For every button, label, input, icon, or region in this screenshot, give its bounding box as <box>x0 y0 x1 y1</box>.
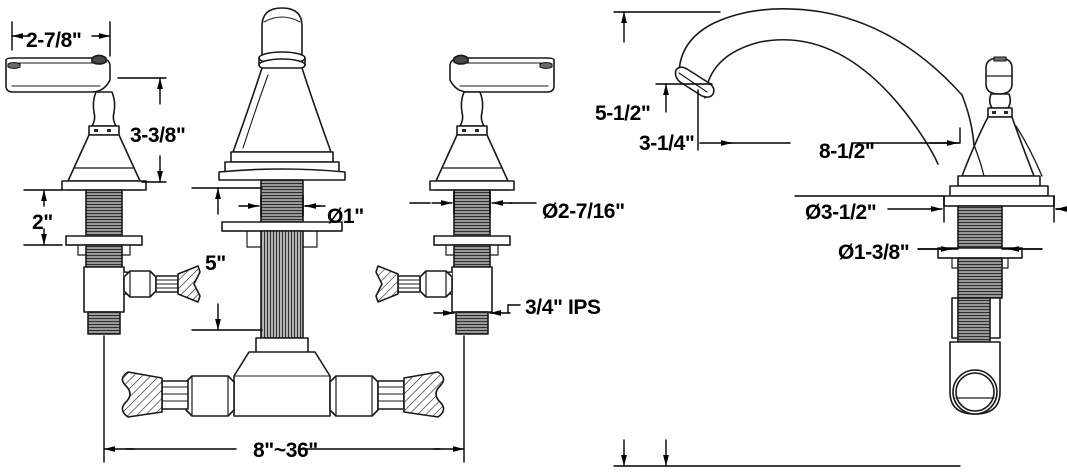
dim-handle-height <box>117 77 167 183</box>
dim-spout-clearance <box>655 83 713 467</box>
dim-spout-total-height <box>613 11 961 467</box>
dim-label-handle-length: 2-7/8" <box>26 29 82 52</box>
dim-label-handle-height: 3-3/8" <box>130 124 186 147</box>
dim-label-shank-diameter: Ø1-3/8" <box>838 241 910 264</box>
right-handle-assembly <box>375 54 555 335</box>
tee-connector <box>121 351 445 418</box>
dim-handle-length <box>11 21 111 57</box>
dim-valve-base-diameter <box>409 191 537 215</box>
dim-label-valve-base-diameter: Ø2-7/16" <box>542 200 625 223</box>
dim-label-spread-range: 8"~36" <box>253 439 318 462</box>
center-spout-body <box>218 7 346 356</box>
dim-label-base-diameter: Ø3-1/2" <box>805 201 877 224</box>
dim-spout-shank-length <box>191 187 263 331</box>
dim-spout-reach <box>697 89 961 151</box>
dim-spread-range <box>103 335 465 463</box>
dim-label-spout-shank-length: 5" <box>205 252 226 275</box>
dim-label-spout-reach: 8-1/2" <box>819 140 875 163</box>
dim-label-spout-total-height: 5-1/2" <box>595 102 651 125</box>
dim-label-inlet-thread-size: 3/4" IPS <box>525 296 601 319</box>
dim-label-spout-shank-diameter: Ø1" <box>327 205 364 228</box>
left-handle-assembly <box>5 54 201 335</box>
spout-side-profile <box>674 8 975 165</box>
dim-spout-shank-diameter <box>238 195 326 217</box>
dim-label-escutcheon-height: 2" <box>32 211 53 234</box>
dim-inlet-thread <box>433 304 521 316</box>
dim-base-diameter <box>794 195 1067 223</box>
dim-escutcheon-height <box>23 189 63 246</box>
dim-label-spout-clearance: 3-1/4" <box>639 132 695 155</box>
side-handle-base-assembly <box>937 56 1055 415</box>
